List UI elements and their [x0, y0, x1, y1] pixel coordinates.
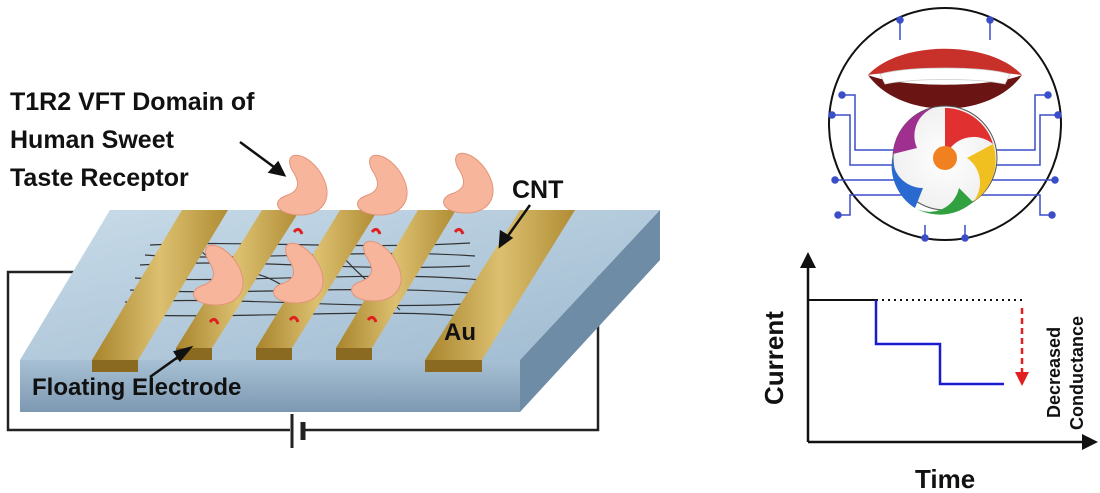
current-time-graph: Current Time Decreased Conductance — [759, 252, 1098, 493]
annotation-line2: Conductance — [1067, 316, 1087, 430]
floating-electrode-label: Floating Electrode — [32, 374, 241, 401]
mouth-icon — [868, 48, 1022, 109]
graph-ylabel: Current — [759, 311, 789, 405]
sweetener-marks — [208, 227, 465, 325]
receptor-label-line2: Human Sweet — [10, 126, 175, 154]
lollipop-icon — [891, 105, 998, 215]
cnt-label: CNT — [512, 176, 563, 204]
taste-sensor-emblem — [828, 7, 1062, 242]
annotation-line1: Decreased — [1044, 327, 1064, 418]
measured-current-step — [874, 300, 1004, 386]
au-label: Au — [444, 319, 476, 346]
circuit-wire — [6, 270, 290, 432]
decrease-arrow — [1015, 308, 1029, 386]
battery-icon — [290, 414, 306, 448]
receptor-label-line3: Taste Receptor — [10, 164, 189, 192]
device-diagram: T1R2 VFT Domain of Human Sweet Taste Rec… — [6, 88, 660, 448]
receptor-label-line1: T1R2 VFT Domain of — [10, 88, 255, 116]
graph-xlabel: Time — [915, 464, 975, 493]
receptor-proteins — [193, 152, 494, 306]
circuit-lines-icon — [828, 16, 1062, 242]
pointer-arrows — [149, 140, 532, 379]
